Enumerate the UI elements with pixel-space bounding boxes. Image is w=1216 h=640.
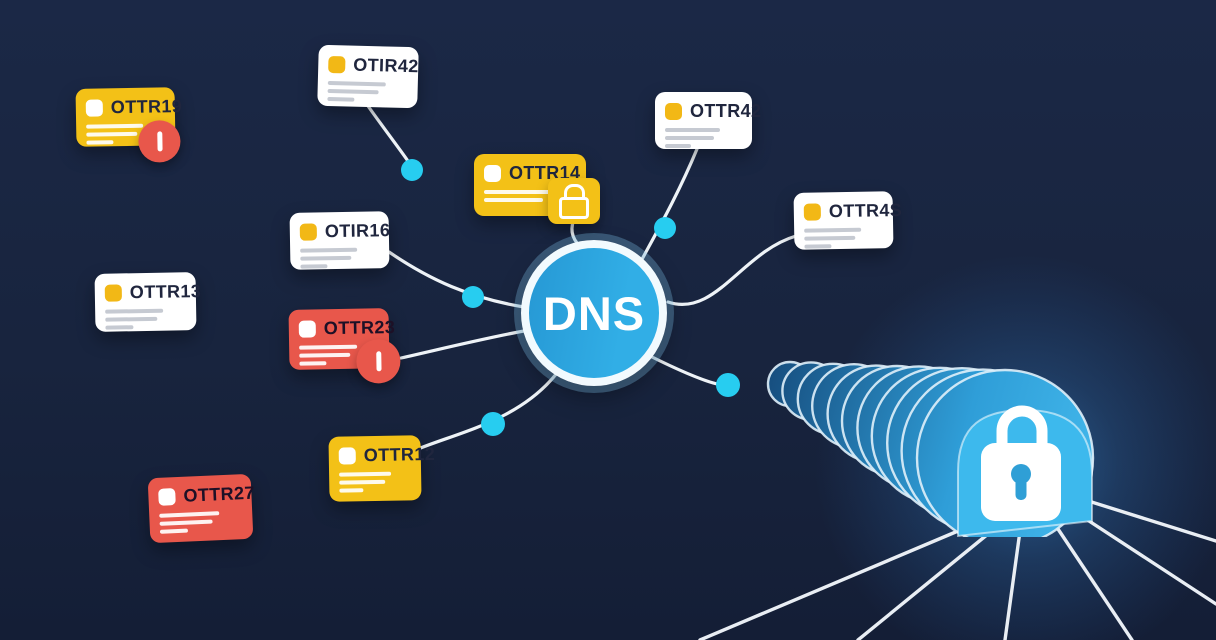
card-title: OTTR13	[129, 281, 202, 303]
record-icon	[299, 223, 317, 241]
node-card-otir16[interactable]: OTIR16	[289, 211, 391, 270]
card-title: OTIR16	[324, 220, 391, 242]
node-card-ottr4s[interactable]: OTTR4S	[793, 191, 902, 250]
card-lines	[159, 510, 243, 534]
padlock-icon	[981, 405, 1061, 521]
node-card-ottr12[interactable]: OTTR12	[328, 435, 435, 502]
card-title: OTTR23	[323, 317, 396, 339]
record-icon	[338, 447, 356, 465]
record-icon	[85, 99, 103, 117]
record-icon	[328, 55, 346, 74]
record-icon	[484, 165, 501, 182]
connector-ottr42	[638, 147, 699, 265]
node-card-ottr27[interactable]: OTTR27	[147, 473, 256, 544]
card-lines	[300, 247, 379, 269]
dns-hub-node[interactable]: DNS	[521, 240, 667, 386]
card-lines	[327, 80, 408, 103]
card-lines	[804, 227, 883, 249]
tunnel-fan-lines	[698, 497, 1216, 640]
node-card-ottr14[interactable]: OTTR14	[474, 154, 600, 224]
junction-dots	[401, 159, 740, 436]
record-icon	[158, 488, 176, 506]
connector-dns-tunnel	[646, 353, 719, 386]
lock-icon	[548, 178, 600, 224]
junction-dot	[716, 373, 740, 397]
junction-dot	[462, 286, 484, 308]
card-lines	[484, 190, 576, 202]
connector-ottr4s	[666, 234, 798, 306]
card-title: OTTR42	[690, 101, 762, 121]
node-card-ottr19[interactable]: OTTR19	[75, 87, 182, 163]
node-card-ottr23[interactable]: OTTR23	[288, 308, 401, 384]
card-title: OTTR12	[363, 443, 436, 466]
card-title: OTTR4S	[828, 199, 903, 222]
record-icon	[298, 320, 316, 338]
connector-otir42	[366, 104, 412, 166]
connector-lines	[366, 104, 798, 451]
connector-ottr23	[399, 329, 526, 360]
card-lines	[339, 471, 411, 493]
node-card-ottr13[interactable]: OTTR13	[94, 272, 201, 332]
connector-ottr12	[416, 371, 559, 451]
junction-dot	[401, 159, 423, 181]
card-title: OTTR27	[182, 482, 256, 506]
record-icon	[665, 103, 682, 120]
node-card-ottr42[interactable]: OTTR42	[655, 92, 761, 149]
junction-dot	[481, 412, 505, 436]
dns-hub-label: DNS	[542, 286, 646, 340]
junction-dot	[654, 217, 676, 239]
record-icon	[803, 203, 821, 221]
card-title: OTIR42	[353, 54, 419, 77]
card-lines	[665, 128, 742, 149]
card-title: OTTR19	[110, 96, 183, 118]
node-card-otir42[interactable]: OTIR42	[317, 44, 419, 109]
record-icon	[104, 284, 122, 302]
card-lines	[105, 308, 186, 330]
connector-otir16	[387, 250, 526, 309]
